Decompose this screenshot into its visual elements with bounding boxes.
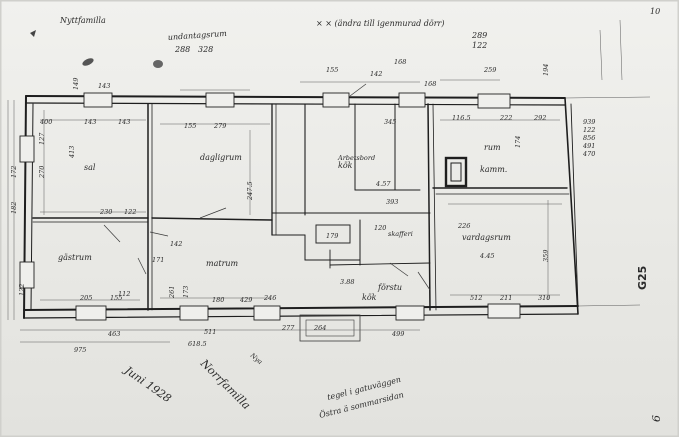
room-label-r6: rum xyxy=(484,143,501,152)
note-top-left: Nyttfamilla xyxy=(59,16,106,25)
dim-label: 463 xyxy=(107,330,120,338)
dim-label: 4.45 xyxy=(479,252,494,260)
room-label-r7: kamm. xyxy=(480,165,507,174)
dim-label: 270 xyxy=(38,166,46,179)
dim-label: 618.5 xyxy=(188,340,207,348)
dim-label: 429 xyxy=(239,296,252,304)
dim-label: 292 xyxy=(533,114,546,122)
dimension-lines xyxy=(7,19,623,343)
room-label-r9: kök xyxy=(362,293,377,302)
dim-label: 194 xyxy=(542,64,550,76)
dim-label: 122 xyxy=(124,208,136,216)
dim-label: 279 xyxy=(213,122,226,130)
dim-label: 149 xyxy=(72,78,80,90)
room-label-r1: sal xyxy=(84,163,96,172)
dim-label: 359 xyxy=(542,250,550,262)
note-bottom-signature: Norrfamilla xyxy=(197,356,253,412)
note-bottom-date: Juni 1928 xyxy=(121,363,174,406)
note-number-b: 122 xyxy=(472,41,487,50)
dim-label: 172 xyxy=(10,166,18,178)
interior-walls xyxy=(32,103,570,311)
room-label-r12: Arbetsbord xyxy=(337,154,375,162)
dim-label: 3.88 xyxy=(340,278,354,286)
dim-label: 259 xyxy=(483,66,496,74)
corner-number: 10 xyxy=(650,7,660,16)
ink-smudges xyxy=(30,30,163,68)
dim-label: 491 xyxy=(582,142,595,150)
dim-label: 512 xyxy=(470,294,482,302)
dim-label: 345 xyxy=(384,118,396,126)
note-bottom-signature-prefix: Nya xyxy=(248,351,264,366)
door-swings xyxy=(103,83,431,291)
dim-label: 4.57 xyxy=(375,180,391,188)
dim-label: 179 xyxy=(326,232,338,240)
dim-label: 393 xyxy=(386,198,398,206)
dim-label: 112 xyxy=(118,290,130,298)
dim-label: 511 xyxy=(204,328,216,336)
dim-label: 122 xyxy=(583,126,595,134)
dim-label: 310 xyxy=(538,294,550,302)
dim-label: 246 xyxy=(263,294,276,302)
dim-label: 173 xyxy=(182,286,190,298)
dim-label: 142 xyxy=(370,70,382,78)
dim-label: 277 xyxy=(281,324,295,332)
room-label-r8: vardagsrum xyxy=(462,233,511,242)
sheet-code: G25 xyxy=(636,266,649,290)
dim-label: 127 xyxy=(38,132,46,145)
dim-label: 174 xyxy=(514,136,522,148)
note-number-c: 288 xyxy=(174,45,190,54)
dim-label: 222 xyxy=(499,114,512,122)
chimney-box xyxy=(299,156,468,342)
dim-label: 122 xyxy=(18,284,26,296)
note-number-a: 289 xyxy=(471,31,487,40)
note-top-middle: undantagsrum xyxy=(168,29,228,42)
dim-label: 226 xyxy=(457,222,470,230)
page-mark: 6 xyxy=(650,415,663,422)
dim-label: 205 xyxy=(79,294,92,302)
room-label-r11: skafferi xyxy=(388,230,413,238)
dim-label: 143 xyxy=(98,82,110,90)
note-number-d: 328 xyxy=(198,45,213,54)
dim-label: 261 xyxy=(168,286,176,299)
windows-bottom xyxy=(75,303,521,321)
dim-label: 155 xyxy=(326,66,338,74)
dim-label: 247.5 xyxy=(246,181,254,201)
dim-label: 182 xyxy=(10,202,18,214)
dim-label: 856 xyxy=(583,134,595,142)
dim-label: 499 xyxy=(391,330,404,338)
dim-label: 143 xyxy=(118,118,130,126)
dim-label: 180 xyxy=(212,296,224,304)
room-label-r3: gästrum xyxy=(58,253,92,262)
note-top-bracket: × × (ändra till igenmurad dörr) xyxy=(316,19,445,28)
dim-label: 413 xyxy=(68,146,76,159)
dim-label: 155 xyxy=(184,122,196,130)
room-label-r5: kök xyxy=(338,161,353,170)
outer-walls xyxy=(23,95,651,319)
dim-label: 211 xyxy=(499,294,512,302)
dim-label: 230 xyxy=(99,208,112,216)
windows-left xyxy=(19,135,35,289)
room-label-r4: matrum xyxy=(206,259,239,268)
windows-top xyxy=(83,92,511,109)
dim-label: 470 xyxy=(582,150,595,158)
dim-label: 171 xyxy=(152,256,164,264)
room-label-r2: dagligrum xyxy=(200,153,242,162)
dim-label: 168 xyxy=(394,58,406,66)
room-label-r10: förstu xyxy=(377,283,402,292)
dim-label: 143 xyxy=(84,118,96,126)
dim-label: 400 xyxy=(39,118,52,126)
dim-label: 142 xyxy=(170,240,182,248)
dim-label: 975 xyxy=(74,346,86,354)
dim-label: 168 xyxy=(424,80,436,88)
dim-label: 116.5 xyxy=(452,114,471,122)
dim-label: 155 xyxy=(110,294,122,302)
dim-label: 264 xyxy=(313,324,326,332)
dim-label: 120 xyxy=(374,224,386,232)
dim-label: 939 xyxy=(583,118,595,126)
